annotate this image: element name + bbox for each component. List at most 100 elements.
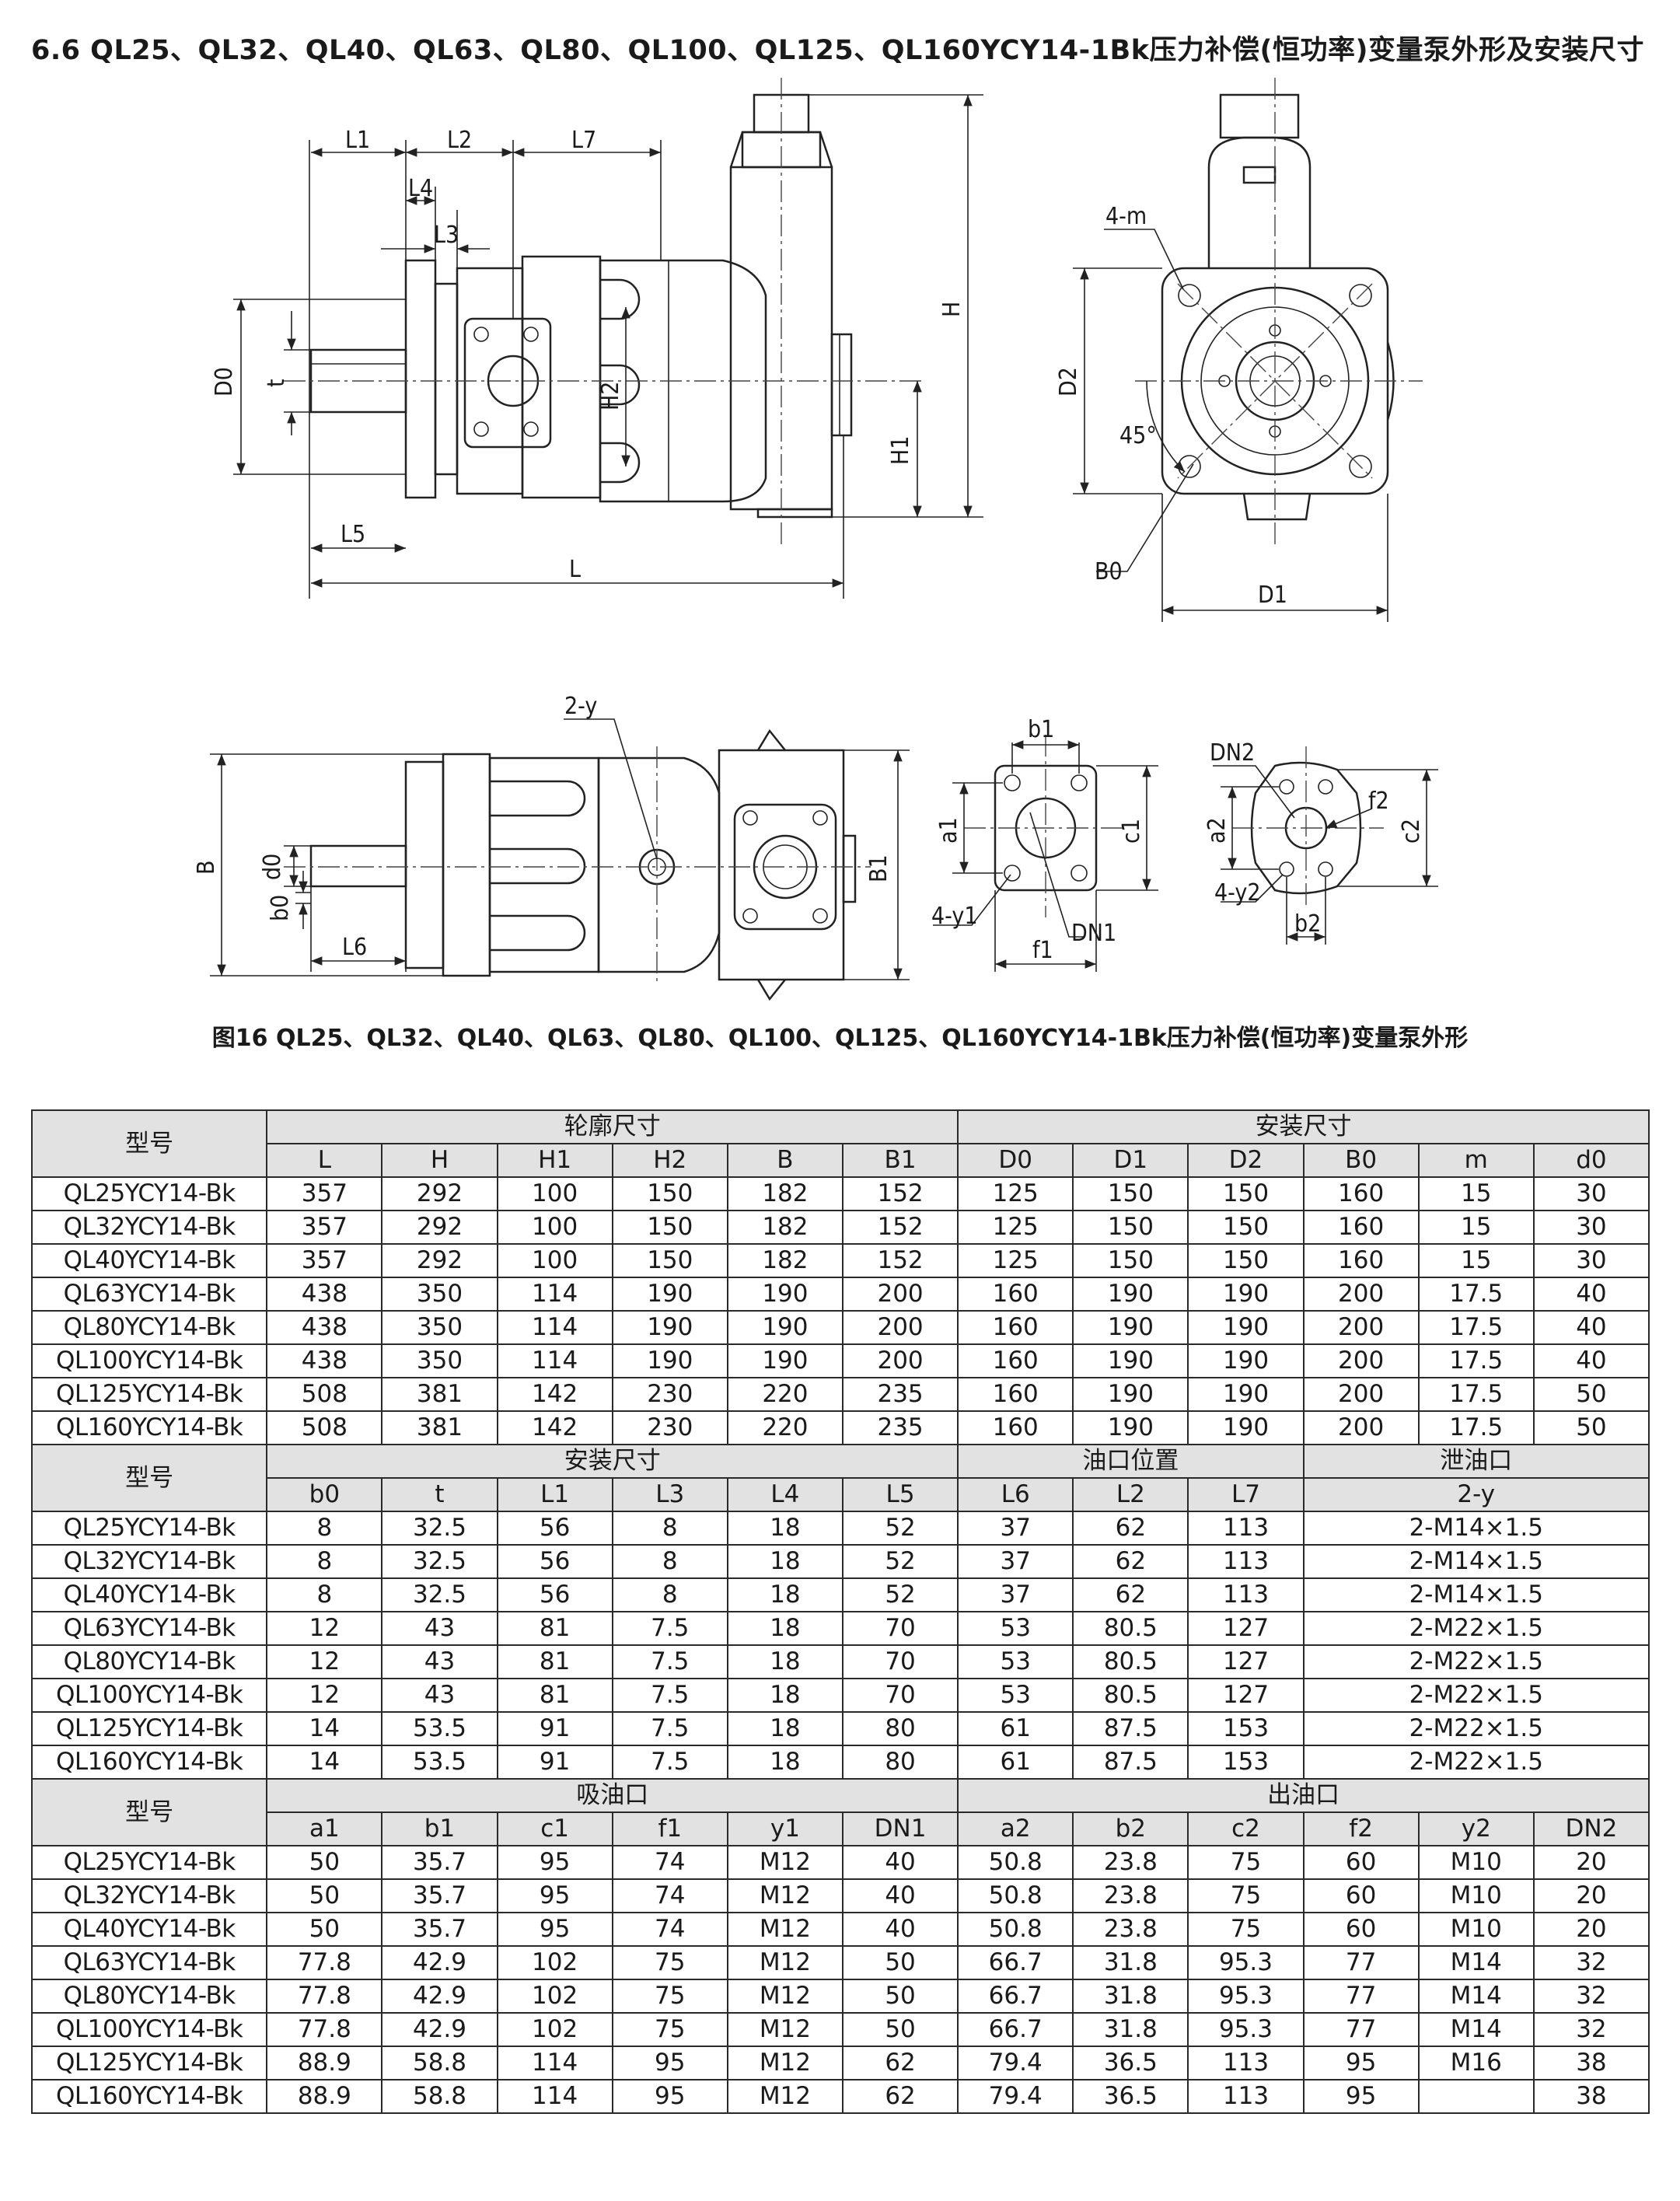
section2-group-header: 型号 安装尺寸 油口位置 泄油口 bbox=[30, 1444, 1650, 1512]
table-cell: 8 bbox=[611, 1544, 728, 1579]
dim-label-f1: f1 bbox=[1032, 937, 1053, 964]
table-cell: 74 bbox=[611, 1912, 728, 1947]
table-cell: 153 bbox=[1187, 1745, 1305, 1780]
table-cell: 53.5 bbox=[381, 1745, 498, 1780]
table-cell: 81 bbox=[496, 1611, 613, 1646]
table-cell: 7.5 bbox=[611, 1711, 728, 1746]
table-cell: 190 bbox=[1072, 1410, 1189, 1445]
table-cell: 200 bbox=[841, 1343, 959, 1378]
dim-label-y2: 4-y2 bbox=[1214, 879, 1261, 907]
table-cell: 357 bbox=[266, 1243, 383, 1278]
model-cell: QL80YCY14-Bk bbox=[30, 1979, 268, 2014]
table-cell: 200 bbox=[1302, 1410, 1420, 1445]
table-cell: 50 bbox=[266, 1878, 383, 1913]
table-cell: 190 bbox=[611, 1310, 728, 1345]
table-cell: 150 bbox=[611, 1210, 728, 1245]
table-cell: 75 bbox=[611, 2012, 728, 2047]
table-cell: 53 bbox=[957, 1678, 1074, 1713]
table-cell: 438 bbox=[266, 1277, 383, 1312]
table-cell: 2-M14×1.5 bbox=[1302, 1511, 1650, 1546]
section1-group-header: 型号 轮廓尺寸 安装尺寸 bbox=[30, 1109, 1650, 1178]
table-cell: 60 bbox=[1302, 1912, 1420, 1947]
table-cell: 62 bbox=[841, 2046, 959, 2080]
table-cell: 60 bbox=[1302, 1878, 1420, 1913]
table-cell: 95 bbox=[611, 2079, 728, 2114]
table-cell: 160 bbox=[957, 1277, 1074, 1312]
table-cell: 127 bbox=[1187, 1644, 1305, 1679]
column-header: d0 bbox=[1532, 1143, 1650, 1178]
model-cell: QL40YCY14-Bk bbox=[30, 1912, 268, 1947]
column-header: y1 bbox=[726, 1811, 843, 1846]
table-cell: 79.4 bbox=[957, 2046, 1074, 2080]
table-cell: 87.5 bbox=[1072, 1711, 1189, 1746]
model-cell: QL125YCY14-Bk bbox=[30, 2046, 268, 2080]
dim-label-b2: b2 bbox=[1294, 910, 1321, 938]
model-header: 型号 bbox=[30, 1109, 268, 1178]
table-cell: M12 bbox=[726, 1845, 843, 1880]
section3-group-header: 型号 吸油口 出油口 bbox=[30, 1778, 1650, 1846]
table-cell: 100 bbox=[496, 1176, 613, 1211]
column-header: 2-y bbox=[1302, 1477, 1650, 1512]
table-cell: 32 bbox=[1532, 1979, 1650, 2014]
dim-label-f2: f2 bbox=[1368, 788, 1389, 815]
table-cell: 62 bbox=[841, 2079, 959, 2114]
group-header-outlet-port: 出油口 bbox=[957, 1778, 1650, 1813]
dim-label-45: 45° bbox=[1119, 422, 1157, 449]
dim-label-y: 2-y bbox=[564, 693, 597, 720]
table-cell: 40 bbox=[841, 1912, 959, 1947]
table-cell: 152 bbox=[841, 1210, 959, 1245]
section2-col-header: b0 t L1 L3 L4 L5 L6 L2 L7 2-y bbox=[32, 1477, 1650, 1512]
column-header: a1 bbox=[266, 1811, 383, 1846]
table-cell: 220 bbox=[726, 1377, 843, 1412]
table-cell: 42.9 bbox=[381, 1945, 498, 1980]
group-header-install: 安装尺寸 bbox=[957, 1109, 1650, 1144]
table-cell: 190 bbox=[1187, 1343, 1305, 1378]
table-cell: 95 bbox=[496, 1912, 613, 1947]
model-cell: QL80YCY14-Bk bbox=[30, 1310, 268, 1345]
table-cell: M10 bbox=[1417, 1912, 1535, 1947]
table-cell: 150 bbox=[1072, 1176, 1189, 1211]
table-cell: 160 bbox=[1302, 1210, 1420, 1245]
column-header: m bbox=[1417, 1143, 1535, 1178]
table-cell: 52 bbox=[841, 1511, 959, 1546]
table-cell: 40 bbox=[841, 1878, 959, 1913]
column-header: B0 bbox=[1302, 1143, 1420, 1178]
column-header: t bbox=[381, 1477, 498, 1512]
table-cell: 50 bbox=[266, 1912, 383, 1947]
dim-label-dn1: DN1 bbox=[1071, 920, 1116, 947]
table-cell: 20 bbox=[1532, 1845, 1650, 1880]
table-cell: 150 bbox=[611, 1243, 728, 1278]
table-cell: 190 bbox=[1072, 1310, 1189, 1345]
front-view: L1 L2 L7 L4 L3 L5 L D0 t H2 H H1 bbox=[211, 78, 983, 599]
table-cell: 150 bbox=[1187, 1243, 1305, 1278]
table-cell: 38 bbox=[1532, 2079, 1650, 2114]
column-header: D1 bbox=[1072, 1143, 1189, 1178]
table-cell: 42.9 bbox=[381, 1979, 498, 2014]
group-header-port-position: 油口位置 bbox=[957, 1444, 1305, 1479]
column-header: DN1 bbox=[841, 1811, 959, 1846]
table-cell: M14 bbox=[1417, 1945, 1535, 1980]
table-cell: 32.5 bbox=[381, 1511, 498, 1546]
table-cell: 113 bbox=[1187, 2079, 1305, 2114]
table-cell: 7.5 bbox=[611, 1644, 728, 1679]
table-cell: 190 bbox=[726, 1343, 843, 1378]
table-cell: 142 bbox=[496, 1377, 613, 1412]
column-header: b1 bbox=[381, 1811, 498, 1846]
table-cell: M12 bbox=[726, 2079, 843, 2114]
table-cell: 350 bbox=[381, 1310, 498, 1345]
table-cell: 150 bbox=[1072, 1210, 1189, 1245]
column-header: L7 bbox=[1187, 1477, 1305, 1512]
table-cell: 56 bbox=[496, 1577, 613, 1612]
table-cell: 50.8 bbox=[957, 1845, 1074, 1880]
table-cell: 292 bbox=[381, 1210, 498, 1245]
model-cell: QL32YCY14-Bk bbox=[30, 1210, 268, 1245]
table-cell: M16 bbox=[1417, 2046, 1535, 2080]
